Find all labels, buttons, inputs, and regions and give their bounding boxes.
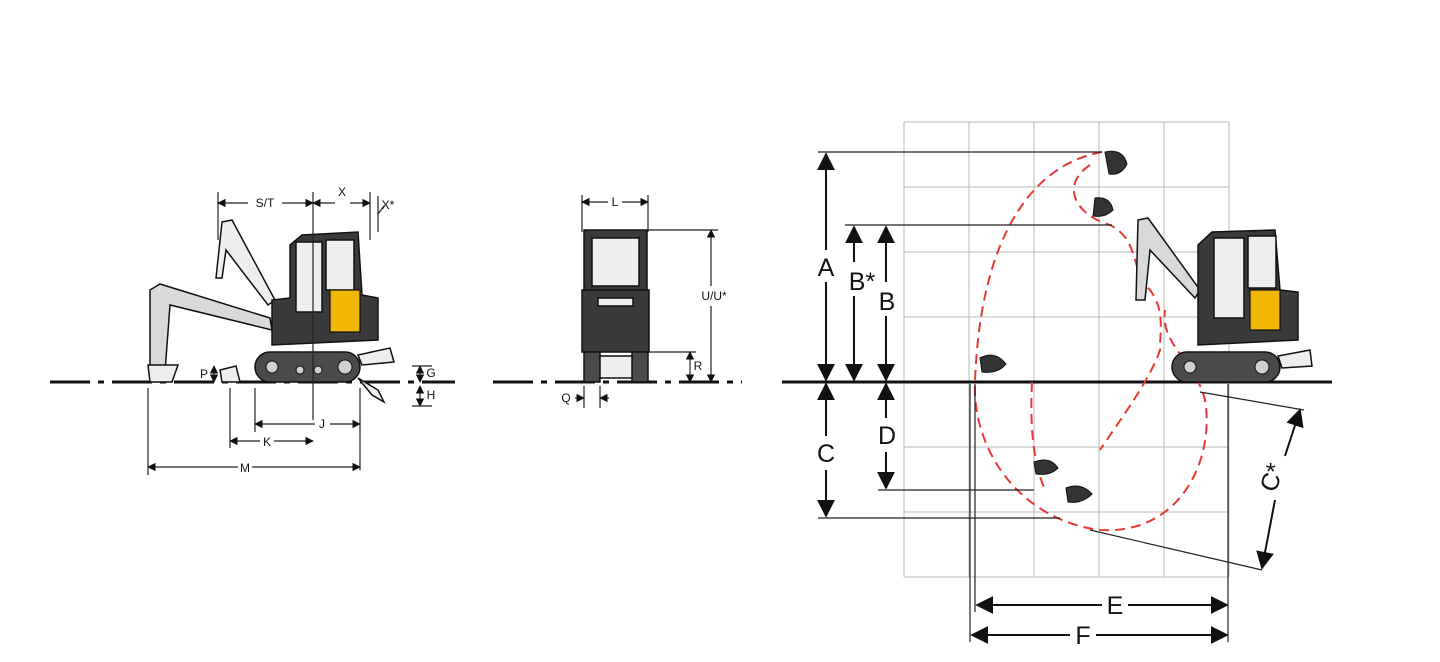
label-s-t: S/T: [256, 196, 275, 210]
label-m: M: [240, 461, 250, 475]
range-excavator: [1135, 217, 1313, 383]
rear-cab-window: [591, 237, 640, 287]
label-r: R: [694, 359, 703, 373]
range-dimension-lines: [817, 151, 1305, 644]
label-b: B: [879, 288, 896, 316]
side-bucket: [147, 364, 180, 383]
range-grid: [903, 121, 1230, 578]
label-h: H: [427, 388, 436, 402]
side-track: [254, 351, 361, 383]
label-a: A: [818, 254, 835, 282]
label-k: K: [263, 435, 271, 449]
side-yellow-panel: [329, 289, 361, 333]
label-e: E: [1107, 592, 1124, 620]
rear-track-right: [631, 351, 649, 383]
bucket-positions: [979, 150, 1128, 503]
working-range-diagram: A B* B C D C* E F: [782, 121, 1332, 650]
label-x-star: X*: [382, 198, 395, 212]
label-c: C: [817, 440, 835, 468]
side-front-blade: [219, 365, 241, 383]
range-yellow-panel: [1249, 289, 1281, 331]
reach-envelope-dig: [1030, 381, 1046, 491]
side-cab-window-2: [325, 239, 355, 291]
reach-envelope-inner: [1072, 164, 1162, 451]
rear-undercarriage: [599, 355, 633, 379]
label-q: Q: [561, 391, 570, 405]
side-dozer-blade-raised: [356, 347, 395, 366]
label-u: U/U*: [701, 289, 727, 303]
side-cab-window: [295, 241, 323, 313]
reach-envelope-outer: [973, 151, 1208, 532]
rear-dimension-lines: [575, 195, 718, 408]
rear-track-left: [583, 351, 601, 383]
label-l: L: [612, 195, 619, 209]
label-f: F: [1075, 622, 1090, 650]
label-c-star: C*: [1255, 460, 1290, 495]
rear-brand-plate: [597, 297, 634, 307]
side-upper-structure: [271, 231, 379, 346]
side-track-rollers: [265, 359, 353, 375]
label-d: D: [878, 422, 896, 450]
label-j: J: [319, 417, 325, 431]
label-x: X: [338, 185, 346, 199]
range-excavator-track: [1171, 351, 1281, 383]
range-excavator-arm: [1135, 217, 1201, 301]
label-b-star: B*: [849, 268, 876, 296]
side-boom: [149, 283, 273, 373]
side-raised-boom: [215, 219, 276, 307]
rear-view: L U/U* R Q: [493, 195, 742, 408]
side-dimension-lines: [147, 192, 432, 475]
side-dozer-blade-lowered: [357, 377, 386, 404]
side-view: S/T X X* P G H J K M: [50, 185, 455, 475]
label-g: G: [426, 366, 435, 380]
label-p: P: [200, 367, 208, 381]
